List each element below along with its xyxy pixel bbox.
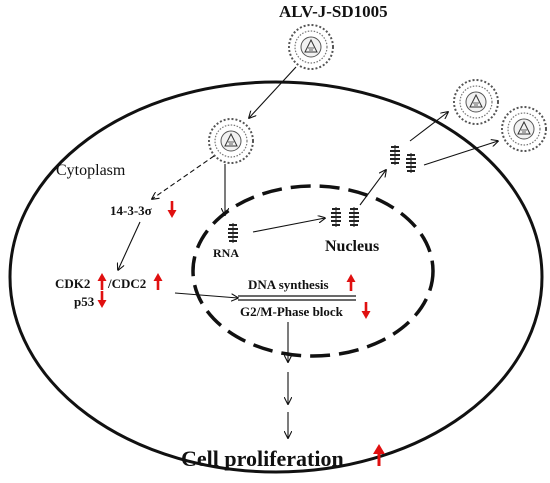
p53-label: p53 xyxy=(74,294,95,309)
cdk2-label: CDK2 xyxy=(55,276,90,291)
virion-icon-entry xyxy=(208,118,254,164)
nucleus-label: Nucleus xyxy=(325,238,379,255)
arrow-release-2 xyxy=(423,141,498,166)
up-arrow-icon-cdc2 xyxy=(153,273,163,290)
rna-icon-nucleus-2 xyxy=(348,206,360,228)
protein-14-3-3-label: 14-3-3σ xyxy=(110,203,152,218)
arrow-to-cell-cycle xyxy=(174,292,238,298)
up-arrow-icon-proliferation xyxy=(373,444,385,466)
rna-icon-cytoplasm-2 xyxy=(405,152,417,174)
down-arrow-icon-1433 xyxy=(167,201,177,218)
virion-icon-release-2 xyxy=(501,106,547,152)
rna-icon-nucleus-1 xyxy=(330,206,342,228)
pathway-arrows xyxy=(118,66,498,438)
arrow-to-1433 xyxy=(152,155,215,199)
arrow-rna-export xyxy=(359,170,386,206)
arrow-to-cdk2 xyxy=(118,221,141,270)
up-arrow-icon-dna xyxy=(346,274,356,291)
down-arrow-icon-g2m xyxy=(361,302,371,319)
up-arrow-icon-cdk2 xyxy=(97,273,107,290)
arrow-release-1 xyxy=(409,112,448,142)
virion-icon-top xyxy=(288,24,334,70)
g2m-label: G2/M-Phase block xyxy=(240,304,344,319)
cell-proliferation-label: Cell proliferation xyxy=(181,446,344,471)
down-arrow-icon-p53 xyxy=(97,291,107,308)
arrow-rna-replication xyxy=(252,218,325,233)
cdc2-label: /CDC2 xyxy=(107,276,146,291)
arrow-virus-entry xyxy=(249,66,297,118)
dna-synthesis-label: DNA synthesis xyxy=(248,277,329,292)
rna-icon xyxy=(227,222,239,244)
rna-icon-cytoplasm-1 xyxy=(389,144,401,166)
rna-label: RNA xyxy=(213,246,239,260)
cytoplasm-label: Cytoplasm xyxy=(56,162,126,179)
cell-membrane xyxy=(8,80,544,474)
virion-icon-release-1 xyxy=(453,79,499,125)
nucleus-membrane xyxy=(191,184,435,358)
virus-label: ALV-J-SD1005 xyxy=(279,2,388,21)
